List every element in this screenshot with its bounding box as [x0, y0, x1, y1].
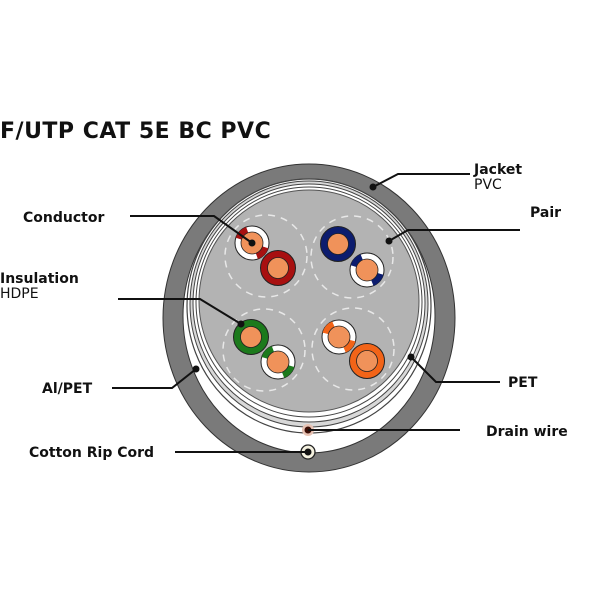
- pair-boundary-3: [222, 308, 306, 392]
- label-insulation-material: HDPE: [0, 286, 39, 302]
- leader-dot-conductor: [248, 239, 256, 247]
- twisted-pair-3: [222, 308, 306, 392]
- stripe-2-1: [371, 273, 384, 286]
- label-jacket-material: PVC: [474, 177, 502, 193]
- label-drain-wire: Drain wire: [486, 424, 568, 440]
- leader-insulation: [118, 298, 242, 325]
- conductor-3-striped: [266, 350, 290, 374]
- stripe-3-1: [282, 365, 295, 378]
- stripe-2-0: [350, 254, 363, 267]
- label-jacket-name: Jacket: [474, 162, 523, 178]
- leader-dot-jacket: [369, 183, 377, 191]
- leader-al-pet: [112, 368, 197, 389]
- leader-jacket: [372, 173, 470, 188]
- conductor-3-solid: [240, 326, 262, 348]
- stripe-4-1: [322, 321, 335, 335]
- twisted-pair-4: [311, 307, 395, 391]
- leader-pet: [410, 356, 500, 383]
- conductor-4-striped: [327, 325, 351, 349]
- conductor-2-solid: [327, 233, 349, 255]
- leader-conductor: [130, 215, 253, 244]
- twisted-pair-2: [310, 215, 394, 299]
- conductor-1-solid: [267, 257, 289, 279]
- leader-dot-insulation: [237, 320, 245, 328]
- label-al-pet: Al/PET: [42, 381, 93, 397]
- label-pet: PET: [508, 375, 538, 391]
- pair-boundary-2: [310, 215, 394, 299]
- stripe-3-0: [261, 346, 274, 359]
- stripe-1-0: [255, 246, 269, 259]
- conductor-4-solid: [356, 350, 378, 372]
- stripe-1-1: [235, 227, 249, 240]
- stripe-4-0: [343, 339, 356, 353]
- pair-boundary-4: [311, 307, 395, 391]
- diagram-title: F/UTP CAT 5E BC PVC: [0, 119, 272, 144]
- cable-core: [198, 189, 420, 413]
- label-insulation-name: Insulation: [0, 271, 79, 287]
- label-insulation: Insulation HDPE: [0, 271, 79, 302]
- leader-dot-pet: [407, 353, 415, 361]
- twisted-pair-1: [224, 214, 308, 298]
- label-jacket: Jacket PVC: [474, 162, 522, 193]
- label-conductor: Conductor: [23, 210, 105, 226]
- leader-pair: [388, 229, 520, 242]
- label-rip-cord: Cotton Rip Cord: [29, 445, 155, 461]
- leader-dot-al-pet: [192, 365, 200, 373]
- pair-boundary-1: [224, 214, 308, 298]
- conductor-2-striped: [355, 258, 379, 282]
- leader-dot-pair: [385, 237, 393, 245]
- label-pair: Pair: [530, 205, 562, 221]
